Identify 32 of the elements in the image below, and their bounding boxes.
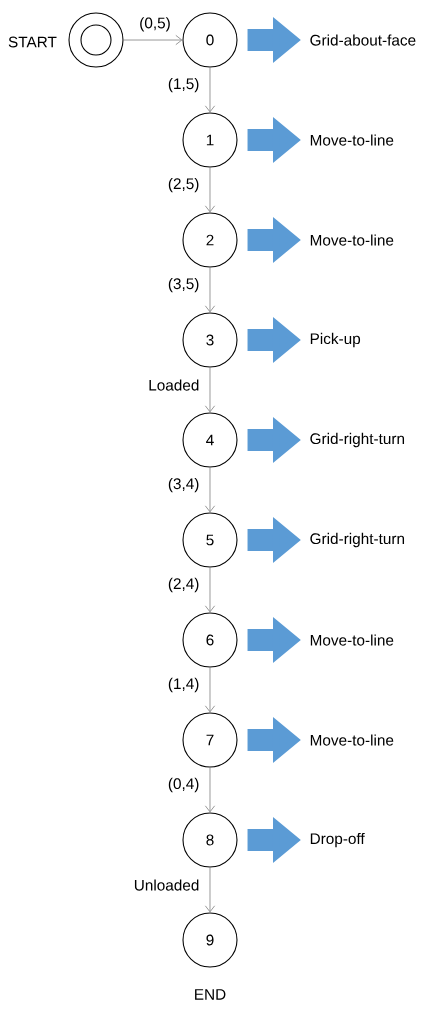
action-label: Grid-right-turn — [310, 432, 404, 448]
arrow — [123, 34, 183, 46]
start-state — [68, 12, 124, 68]
action-label: Move-to-line — [310, 734, 394, 746]
arrow — [204, 467, 216, 513]
edge-label: (0,5) — [137, 15, 173, 33]
edge-label: (1,4) — [166, 676, 201, 694]
arrow — [204, 867, 216, 913]
action-label: Grid-about-face — [310, 34, 416, 46]
edge-label: (1,5) — [166, 76, 201, 94]
arrow — [204, 667, 216, 713]
state-label: END — [195, 989, 226, 1000]
arrow — [204, 767, 216, 813]
edge-label: (2,5) — [166, 176, 201, 194]
edge-label: Loaded — [146, 378, 201, 392]
action-label: Move-to-line — [310, 134, 394, 146]
state-label: START — [8, 36, 57, 48]
arrow — [204, 167, 216, 213]
edge-label: Unloaded — [132, 878, 201, 892]
action-label: Pick-up — [310, 332, 361, 348]
edge-label: (0,4) — [166, 776, 201, 794]
action-label: Drop-off — [310, 832, 365, 848]
edge-label: (2,4) — [166, 576, 201, 594]
arrow — [204, 367, 216, 413]
edge-label: (3,5) — [166, 276, 201, 294]
edge-label: (3,4) — [166, 476, 201, 494]
action-label: Move-to-line — [310, 234, 394, 246]
arrow — [204, 67, 216, 113]
action-label: Grid-right-turn — [310, 532, 404, 548]
action-label: Move-to-line — [310, 634, 394, 646]
arrow — [204, 267, 216, 313]
arrow — [204, 567, 216, 613]
